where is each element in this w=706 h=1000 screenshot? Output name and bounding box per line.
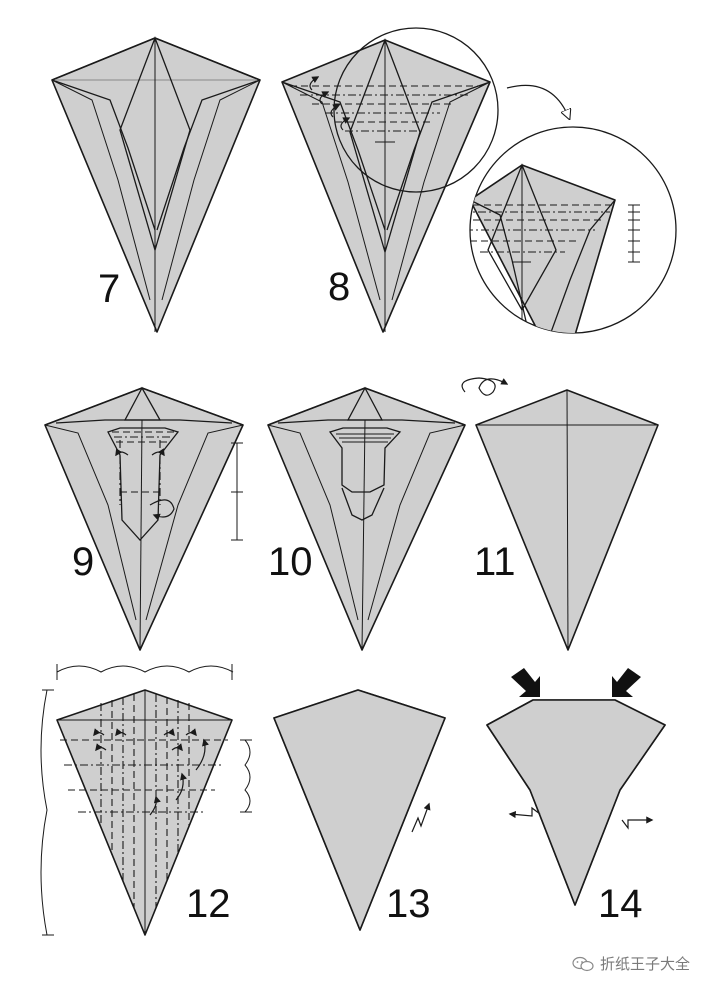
step-12-figure	[40, 664, 252, 936]
push-arrow-left	[511, 668, 540, 697]
step-number-7: 7	[98, 267, 120, 311]
step-10-figure	[267, 386, 466, 651]
step-number-13: 13	[386, 882, 431, 926]
step-number-14: 14	[598, 882, 643, 926]
watermark: 折纸王子大全	[572, 953, 690, 974]
step-14-figure	[486, 668, 666, 906]
wechat-icon	[572, 956, 594, 971]
watermark-text: 折纸王子大全	[599, 955, 690, 973]
push-arrow-right	[612, 668, 641, 697]
step-number-10: 10	[268, 540, 313, 584]
step-number-12: 12	[186, 882, 231, 926]
turn-over-arrow	[461, 377, 509, 396]
step-9-figure	[44, 386, 244, 651]
step-number-9: 9	[72, 540, 94, 584]
step-number-8: 8	[328, 265, 350, 309]
step-7-figure	[51, 36, 261, 333]
step-11-figure	[461, 377, 659, 651]
step-8-figure	[281, 27, 569, 333]
step-number-11: 11	[474, 540, 516, 584]
step-8-zoom-detail	[469, 126, 677, 334]
